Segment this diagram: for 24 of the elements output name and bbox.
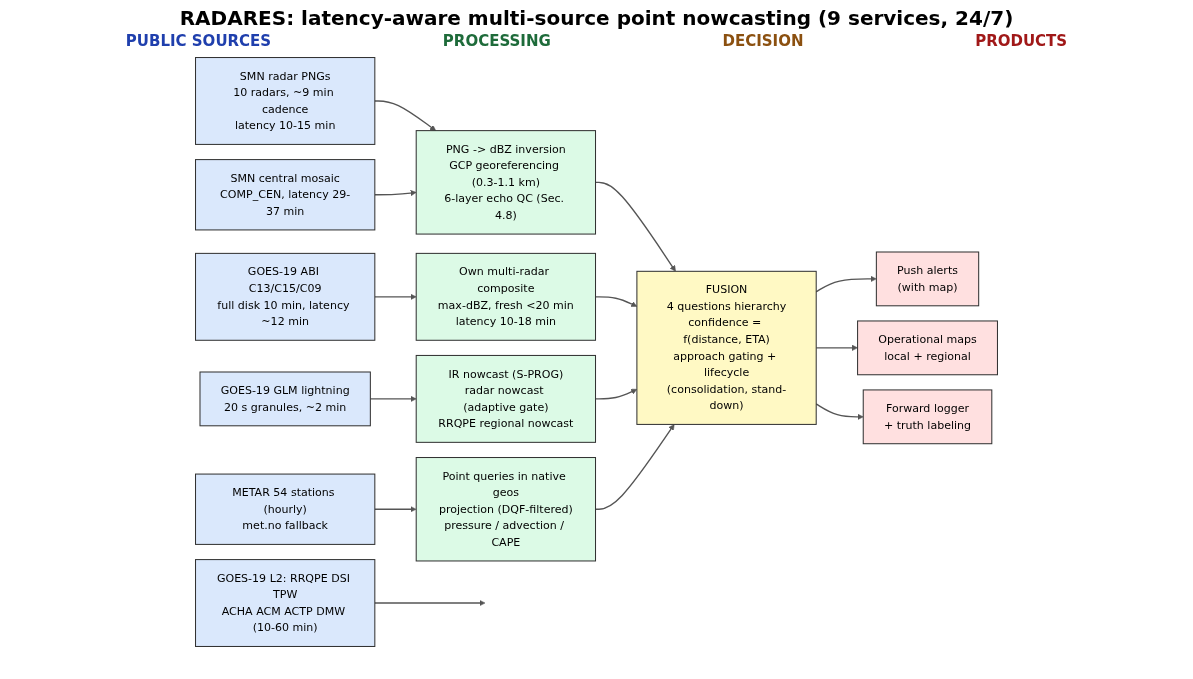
node-box: SMN central mosaic COMP_CEN, latency 29-37 min — [195, 159, 376, 231]
column-heading: PROCESSING — [442, 32, 551, 50]
arrow — [374, 506, 417, 513]
node-box: GOES-19 ABI C13/C15/C09 full disk 10 min, latency ~12 min — [195, 252, 376, 341]
arrow — [374, 100, 436, 131]
node-box: Operational maps local + regional — [857, 320, 998, 376]
node-box: IR nowcast (S-PROG) radar nowcast (adaptive gate) RRQPE regional nowcast — [415, 354, 597, 443]
arrow — [374, 600, 486, 607]
node-box: FUSION 4 questions hierarchy confidence = f(distance, ETA) approach gating + lifecycle (consolidation, stand-down) — [636, 270, 817, 425]
node-box: Own multi-radar composite max-dBZ, fresh <20 min latency 10-18 min — [415, 252, 597, 341]
column-heading: DECISION — [722, 32, 804, 50]
node-box: Forward logger + truth labeling — [862, 389, 993, 445]
diagram-title: RADARES: latency-aware multi-source point nowcasting (9 services, 24/7) — [178, 6, 1015, 30]
arrow — [374, 190, 417, 197]
node-box: SMN radar PNGs 10 radars, ~9 min cadence latency 10-15 min — [195, 57, 376, 145]
node-box: Push alerts (with map) — [875, 251, 980, 307]
node-box: METAR 54 stations (hourly) met.no fallback — [195, 473, 376, 545]
node-box: PNG -> dBZ inversion GCP georeferencing (0.3-1.1 km) 6-layer echo QC (Sec. 4.8) — [415, 130, 597, 235]
node-box: GOES-19 L2: RRQPE DSI TPW ACHA ACM ACTP DMW (10-60 min) — [195, 559, 376, 647]
arrow — [374, 293, 417, 300]
column-heading: PUBLIC SOURCES — [125, 32, 272, 50]
node-box: Point queries in native geos projection (DQF-filtered) pressure / advection / CAPE — [415, 457, 597, 562]
column-heading: PRODUCTS — [975, 32, 1068, 50]
node-box: GOES-19 GLM lightning 20 s granules, ~2 min — [199, 371, 371, 427]
